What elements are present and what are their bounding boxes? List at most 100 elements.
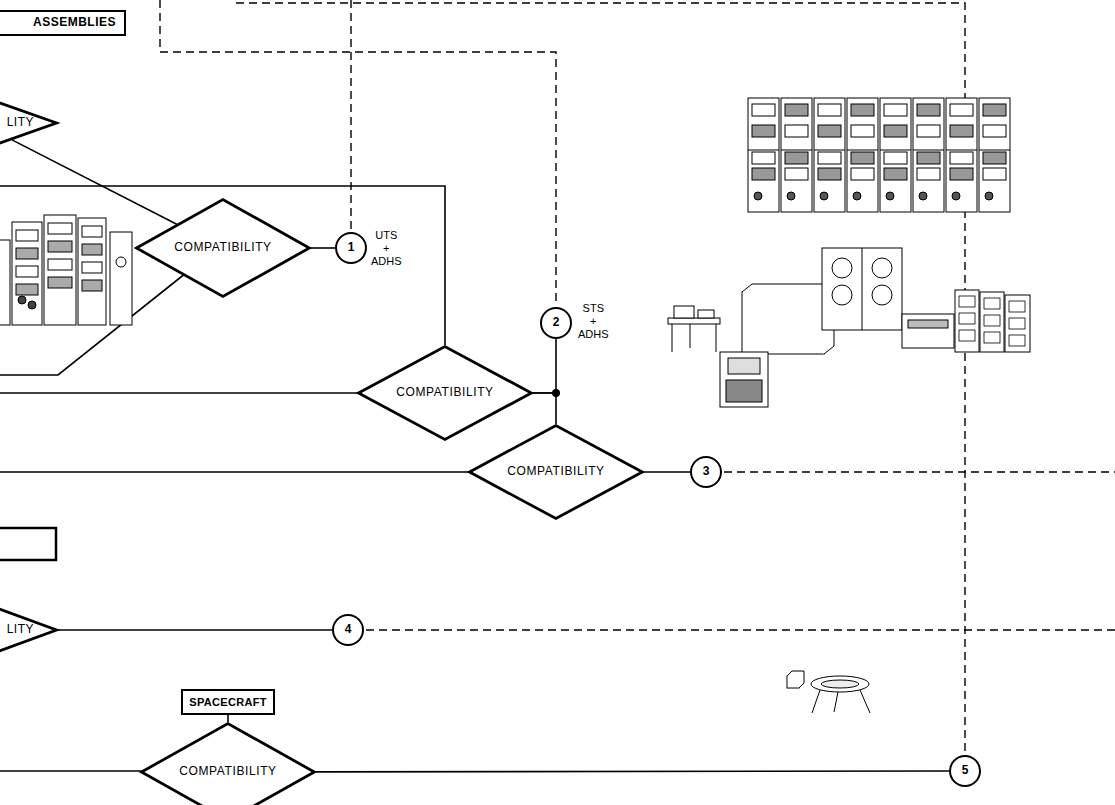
rack-shelf bbox=[748, 150, 779, 151]
rack-panel bbox=[983, 104, 1006, 116]
equipment-racks-right bbox=[748, 98, 1010, 212]
rack-panel bbox=[16, 284, 38, 295]
connector-line bbox=[644, 471, 690, 473]
rack-panel bbox=[884, 168, 907, 180]
cabinet bbox=[955, 290, 979, 352]
rack-panel bbox=[818, 168, 841, 180]
tape-reel bbox=[872, 285, 892, 305]
dashed-line bbox=[350, 0, 351, 230]
rack-panel bbox=[785, 104, 808, 116]
connector-line bbox=[12, 140, 177, 224]
node-text: 2 bbox=[553, 316, 560, 329]
rack-panel bbox=[752, 152, 775, 164]
rack-panel bbox=[16, 266, 38, 277]
cabinet-side bbox=[742, 284, 834, 354]
rack bbox=[781, 98, 812, 212]
teletype bbox=[698, 310, 714, 318]
rack-panel bbox=[818, 104, 841, 116]
dashed-line bbox=[366, 629, 1115, 630]
rack-panel bbox=[48, 241, 72, 252]
rack bbox=[0, 240, 10, 325]
rack-panel bbox=[752, 125, 775, 137]
rack-panel bbox=[983, 152, 1006, 164]
cabinet-panel bbox=[959, 313, 975, 324]
rack-panel bbox=[917, 168, 940, 180]
rack bbox=[78, 218, 106, 325]
node-text: 1 bbox=[348, 241, 355, 254]
rack-panel bbox=[917, 152, 940, 164]
dial bbox=[853, 192, 861, 200]
cabinet-panel bbox=[1009, 335, 1025, 346]
rack-panel bbox=[884, 104, 907, 116]
rack bbox=[979, 98, 1010, 212]
cabinet bbox=[1005, 295, 1030, 352]
flow-line bbox=[0, 392, 370, 394]
rack-shelf bbox=[913, 150, 944, 151]
rack-panel bbox=[950, 152, 973, 164]
rack bbox=[44, 215, 76, 325]
rack-panel bbox=[82, 262, 102, 273]
diamond-outline bbox=[470, 426, 643, 519]
cabinet-panel bbox=[984, 315, 1000, 326]
rack-panel bbox=[851, 152, 874, 164]
stand-legs bbox=[812, 690, 870, 713]
decision-diamond: COMPATIBILITY bbox=[140, 722, 316, 805]
printer bbox=[902, 314, 954, 348]
rack-shelf bbox=[814, 150, 845, 151]
table bbox=[668, 318, 720, 324]
rack-shelf bbox=[979, 150, 1010, 151]
rack-panel bbox=[16, 248, 38, 259]
diamond-outline bbox=[142, 724, 315, 805]
rack-panel bbox=[82, 226, 102, 237]
rack-panel bbox=[983, 168, 1006, 180]
cabinet-panel bbox=[984, 298, 1000, 309]
rack-panel bbox=[851, 168, 874, 180]
input-lines bbox=[0, 186, 481, 771]
rack bbox=[880, 98, 911, 212]
flow-line bbox=[0, 770, 148, 772]
dial bbox=[754, 192, 762, 200]
cabinet-panel bbox=[1009, 318, 1025, 329]
cabinet-details bbox=[959, 296, 1025, 346]
rack-shelf bbox=[880, 150, 911, 151]
teletype bbox=[674, 306, 694, 318]
dashed-line bbox=[724, 471, 1115, 472]
station-label: UTS + ADHS bbox=[370, 229, 403, 269]
tape-reel bbox=[872, 258, 892, 278]
node-text: COMPATIBILITY bbox=[174, 241, 271, 254]
node-text: 4 bbox=[345, 623, 352, 636]
dashed-flow-lines bbox=[160, 0, 1115, 753]
rack-panel bbox=[752, 168, 775, 180]
dial bbox=[952, 192, 960, 200]
rack-shelf bbox=[946, 150, 977, 151]
connector-line bbox=[533, 393, 556, 424]
cabinet-panel bbox=[959, 330, 975, 341]
rack-panel bbox=[752, 104, 775, 116]
rack-panel bbox=[48, 259, 72, 270]
connector-line bbox=[311, 247, 335, 249]
callout-circle: 4 bbox=[332, 614, 364, 646]
diamond-outline bbox=[359, 347, 532, 440]
tape-reel bbox=[832, 285, 852, 305]
console bbox=[720, 352, 768, 407]
rack bbox=[110, 232, 132, 325]
process-box: ASSEMBLIES bbox=[0, 10, 126, 36]
rack-panel bbox=[785, 125, 808, 137]
rack-panel bbox=[785, 168, 808, 180]
node-text: LITY bbox=[7, 623, 34, 636]
dial bbox=[820, 192, 828, 200]
diamond-outline bbox=[137, 200, 310, 297]
rack-panel bbox=[851, 125, 874, 137]
rack-panel bbox=[917, 125, 940, 137]
diamond-outline bbox=[140, 722, 316, 805]
connector-line bbox=[316, 770, 949, 772]
spacecraft-figure bbox=[787, 671, 870, 713]
rack-panel bbox=[16, 230, 38, 241]
rack-panel bbox=[950, 125, 973, 137]
connector-line bbox=[58, 629, 332, 631]
dial bbox=[18, 296, 26, 304]
node-text: SPACECRAFT bbox=[189, 696, 266, 708]
callout-circle: 1 bbox=[335, 232, 367, 264]
dial bbox=[28, 301, 36, 309]
